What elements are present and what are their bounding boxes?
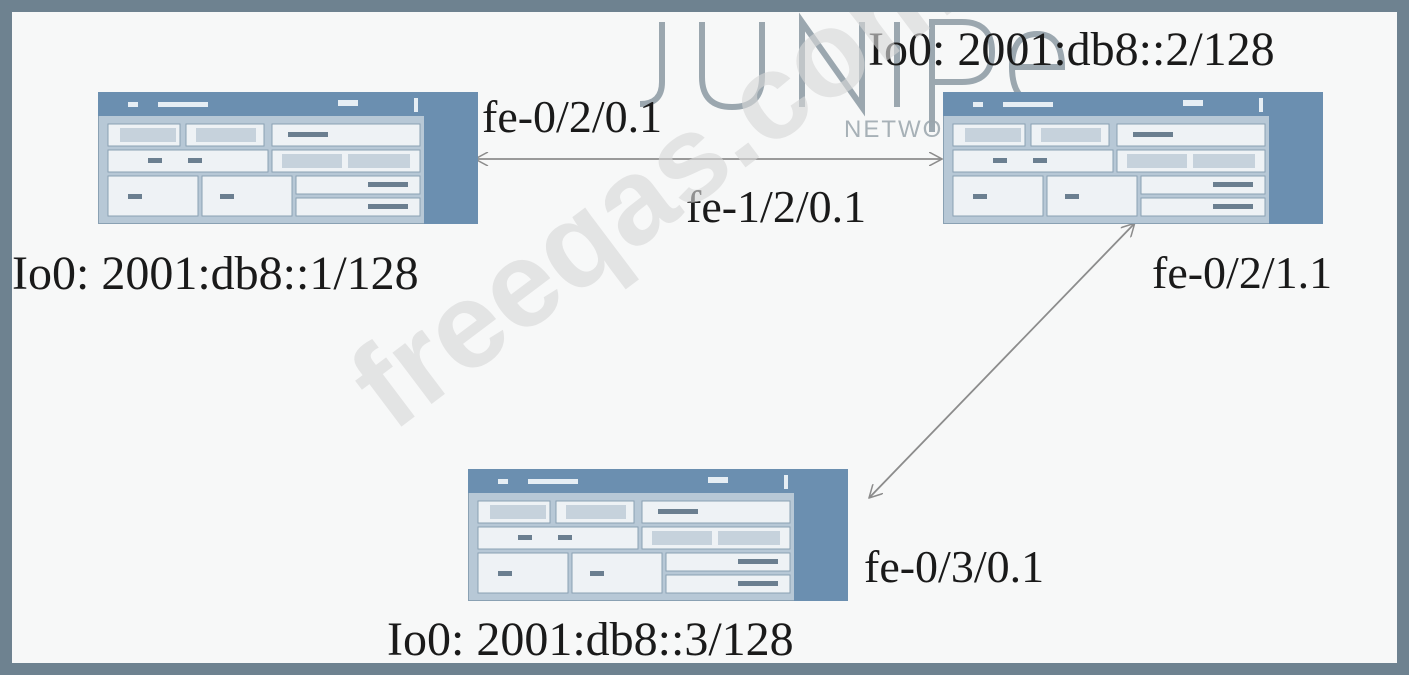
interface-label-r2-to-r1: fe-1/2/0.1	[686, 181, 867, 232]
loopback-label-r3: Io0: 2001:db8::3/128	[387, 613, 794, 664]
router-r2	[943, 92, 1323, 224]
loopback-label-r2: Io0: 2001:db8::2/128	[868, 23, 1275, 76]
link-r2-r3	[869, 224, 1134, 498]
interface-label-r2-to-r3: fe-0/2/1.1	[1152, 247, 1333, 298]
router-r1	[98, 92, 478, 224]
interface-label-r1-to-r2: fe-0/2/0.1	[482, 91, 663, 142]
router-icon	[943, 92, 1323, 224]
loopback-label-r1: Io0: 2001:db8::1/128	[12, 247, 419, 300]
router-icon	[468, 469, 848, 601]
interface-label-r3-to-r2: fe-0/3/0.1	[864, 541, 1045, 592]
router-icon	[98, 92, 478, 224]
network-diagram: NETWORKS ®	[12, 12, 1397, 663]
links-layer	[12, 12, 1397, 663]
router-r3	[468, 469, 848, 601]
